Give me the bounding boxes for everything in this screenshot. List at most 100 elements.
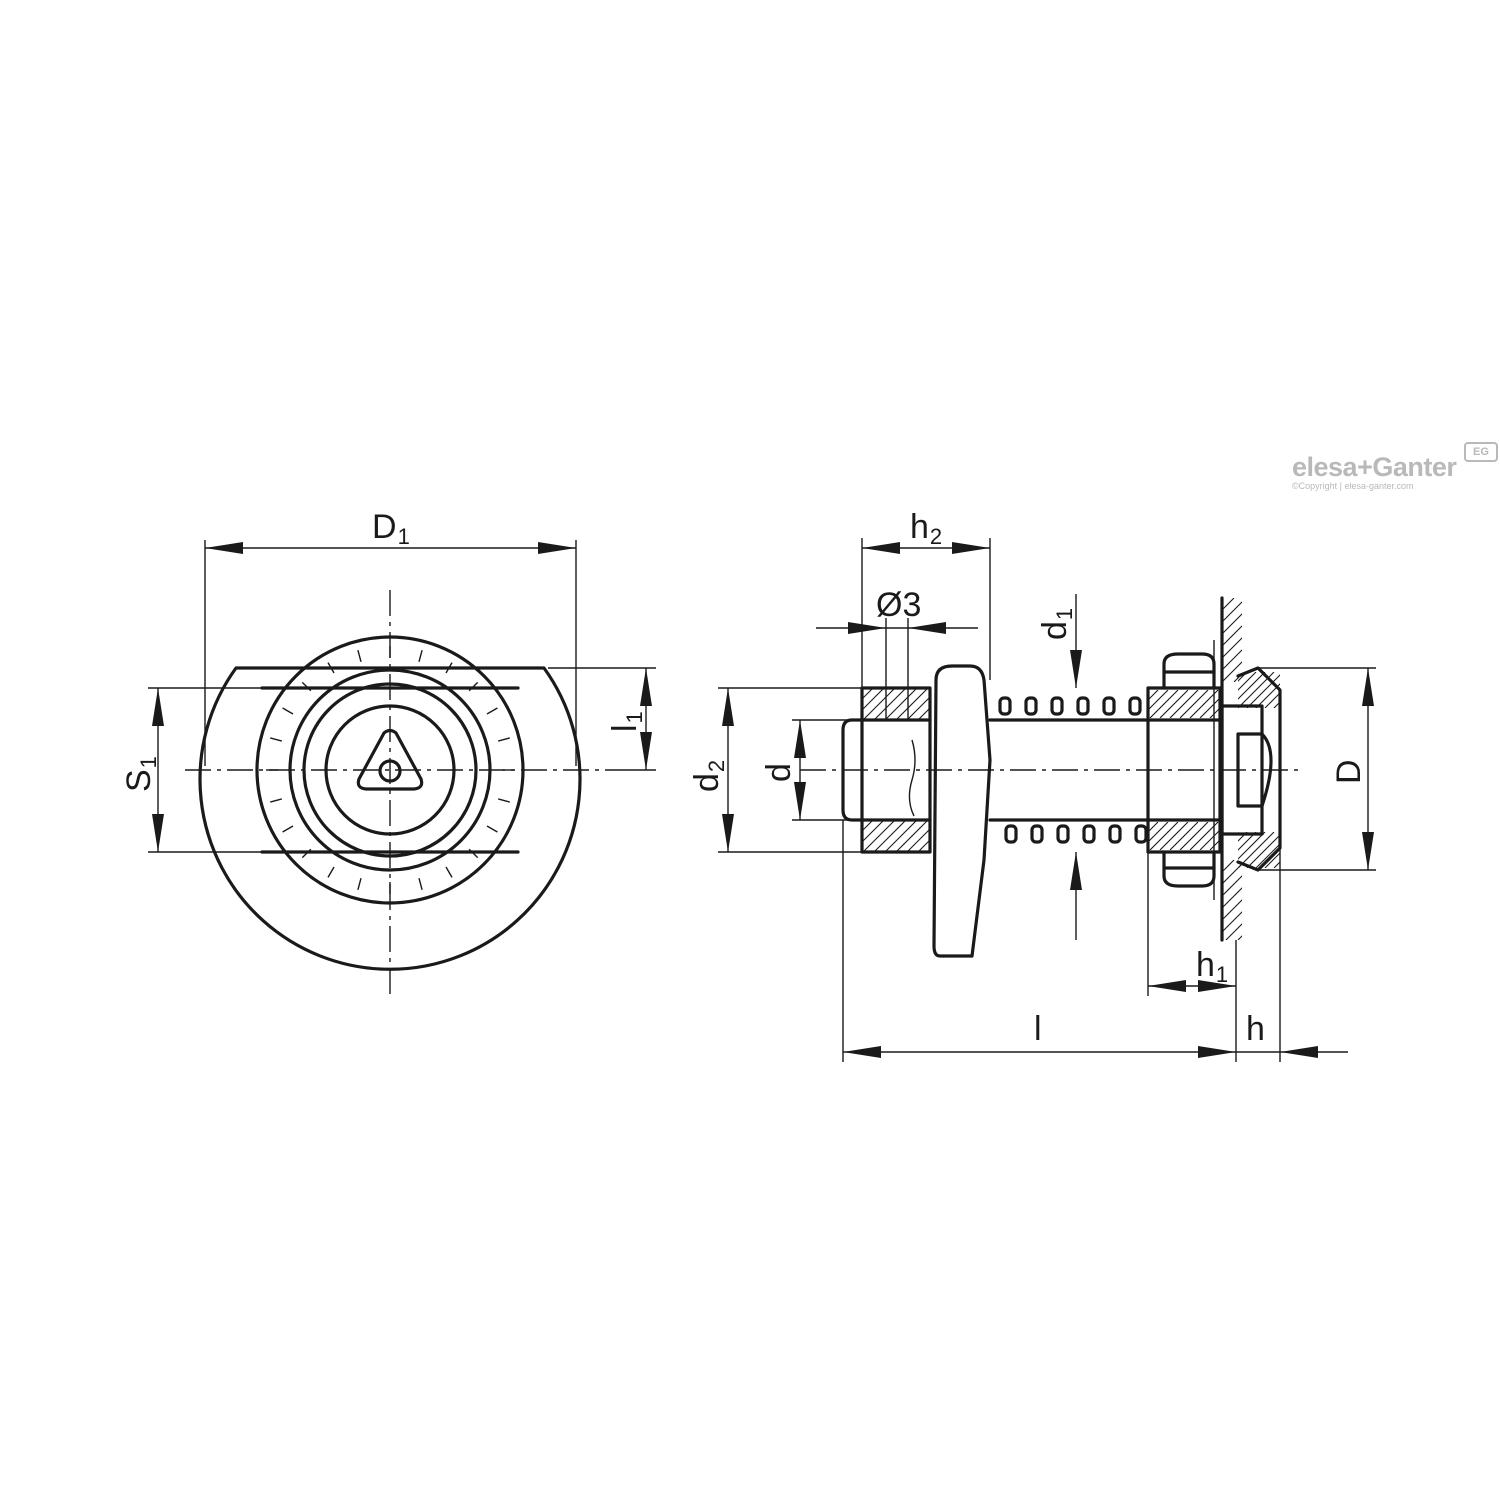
knurl-tick <box>282 825 294 833</box>
hatch-line <box>1298 860 1378 940</box>
hatch-line <box>1264 852 1280 868</box>
hatch-line <box>1292 832 1328 868</box>
hatch-line <box>1238 672 1275 708</box>
spring-coil <box>1004 824 1018 844</box>
hatch-line <box>1148 690 1169 711</box>
spring-coil <box>1030 824 1044 844</box>
hatch-line <box>1222 601 1242 623</box>
hatch-line <box>951 820 983 852</box>
knurl-tick <box>327 866 335 878</box>
hatch-line <box>862 688 896 720</box>
knurl-tick <box>498 737 510 742</box>
dim-d-label: d <box>760 763 798 782</box>
hatch-line <box>1222 649 1242 671</box>
flange <box>932 664 992 958</box>
hatch-line <box>1238 832 1257 851</box>
hatch-line <box>873 820 907 852</box>
hatch-line <box>1270 598 1354 682</box>
brand-name: elesa+Ganter <box>1292 452 1457 482</box>
break-line <box>908 739 916 817</box>
hatch-line <box>917 839 930 852</box>
hatch-line <box>1222 637 1242 659</box>
hatch-line <box>1222 860 1223 861</box>
hatch-line <box>906 696 930 720</box>
hatch-line <box>1238 672 1266 700</box>
hatch-line <box>1282 598 1366 682</box>
triangle-socket-icon <box>356 728 424 791</box>
dim-d1-label: d1 <box>1036 608 1077 640</box>
hatch-line <box>862 820 896 852</box>
spring-coil <box>1134 824 1148 844</box>
front-dimensions: D1 S1 l1 <box>120 508 656 853</box>
hatch-line <box>1274 860 1354 940</box>
spring-coil <box>1050 696 1064 716</box>
spring-coil <box>1082 824 1096 844</box>
hatch-line <box>917 707 930 720</box>
hatch-line <box>1283 832 1319 868</box>
hatch-line <box>1286 860 1366 940</box>
hatch-line <box>1179 822 1209 850</box>
hatch-line <box>1225 923 1242 940</box>
hatch-line <box>1149 690 1179 718</box>
hatch-line <box>862 820 885 843</box>
hatch-line <box>1148 822 1159 833</box>
hatch-line <box>1222 598 1223 599</box>
dim-S1-label: S1 <box>120 756 161 792</box>
hatch-line <box>1222 911 1242 933</box>
hatch-line <box>1240 690 1268 718</box>
spring-coil <box>1076 696 1090 716</box>
knurl-tick <box>282 707 294 715</box>
hatch-line <box>1238 832 1275 868</box>
spring-coil <box>1056 824 1070 844</box>
hatch-line <box>928 718 930 720</box>
knurl-tick <box>270 737 282 742</box>
spring-coil <box>1102 696 1116 716</box>
hatch-line <box>895 820 929 852</box>
brand-logo: elesa+Ganter ©Copyright | elesa-ganter.c… <box>1288 442 1498 500</box>
hatch-line <box>1159 822 1189 850</box>
hatch-line <box>1230 690 1258 718</box>
cap <box>1236 666 1282 872</box>
dim-phi3-label: Ø3 <box>876 586 921 624</box>
spring-coil <box>1128 696 1142 716</box>
hatch-line <box>1148 822 1169 843</box>
hatch-line <box>1264 692 1280 708</box>
hatch-line <box>1255 843 1280 868</box>
knurl-tick <box>445 866 453 878</box>
hatch-line <box>1294 598 1378 682</box>
hatch-line <box>1219 849 1220 850</box>
knurl-tick <box>418 650 423 662</box>
hatch-line <box>884 820 918 852</box>
disc-outline <box>198 666 582 971</box>
hatch-line <box>1240 822 1268 850</box>
knurl-tick <box>327 662 335 674</box>
dim-h2-label: h2 <box>910 508 942 549</box>
hatch-line <box>1301 832 1337 868</box>
spring <box>998 696 1148 844</box>
spring-coil <box>998 696 1012 716</box>
hatch-line <box>951 688 983 720</box>
hatch-line <box>884 688 918 720</box>
hatch-line <box>1310 832 1346 868</box>
dim-h1-label: h1 <box>1196 946 1228 987</box>
hatch-line <box>862 820 874 832</box>
ball-detent <box>1236 732 1273 808</box>
side-dimensions: h2 Ø3 d1 d2 d D <box>688 508 1376 1062</box>
hatch-line <box>906 828 930 852</box>
hatch-line <box>862 688 874 700</box>
dim-h-label: h <box>1246 1010 1265 1048</box>
dim-D1-label: D1 <box>372 508 410 549</box>
spring-coil <box>1024 696 1038 716</box>
hatch-line <box>1222 887 1242 909</box>
dim-l-label: l <box>1034 1010 1042 1048</box>
hatch-line <box>862 820 863 821</box>
hatch-line <box>1318 598 1402 682</box>
hatch-line <box>1246 674 1280 708</box>
hatch-line <box>1246 834 1280 868</box>
hatch-line <box>1222 875 1242 897</box>
dim-D-label: D <box>1330 759 1368 784</box>
hatch-line <box>1237 935 1242 940</box>
hatch-line <box>862 688 863 689</box>
hatch-line <box>1238 672 1248 682</box>
